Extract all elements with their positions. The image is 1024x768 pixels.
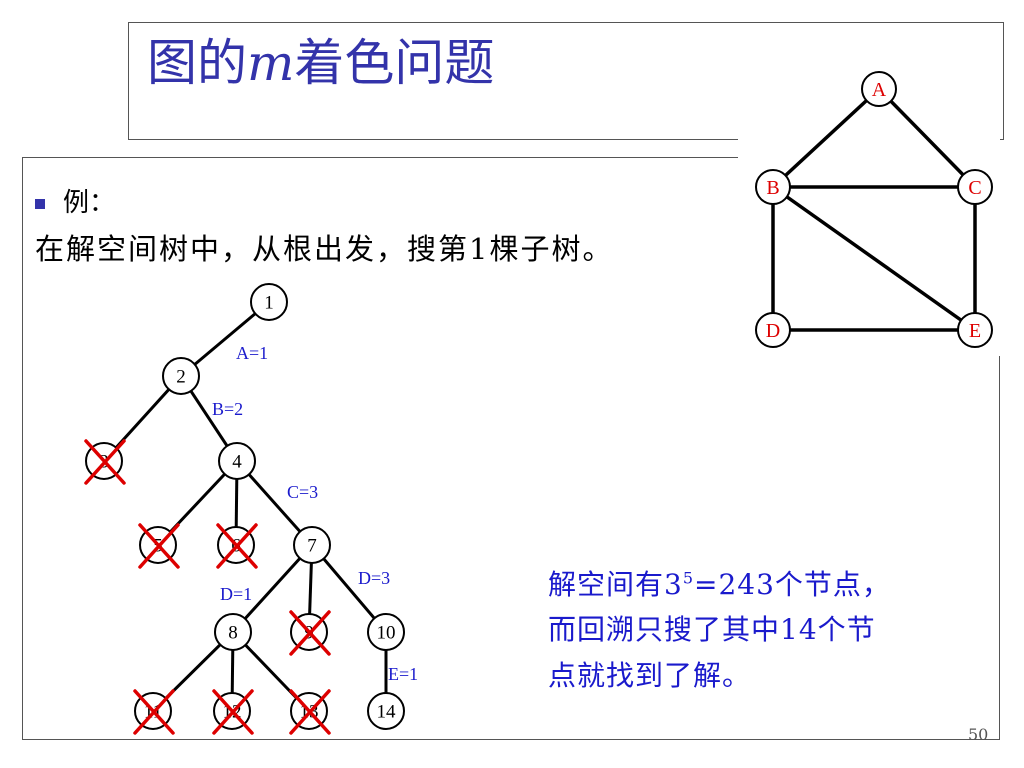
graph-node-label-a: A <box>872 79 887 101</box>
prune-mark-3 <box>84 439 126 485</box>
annotation-note: 解空间有35=243个节点， 而回溯只搜了其中14个节 点就找到了解。 <box>548 562 988 698</box>
tree-node-label-14: 14 <box>377 702 397 723</box>
graph-edge-a-b <box>771 87 881 189</box>
graph-node-c <box>957 169 993 205</box>
note-line-3: 点就找到了解。 <box>548 658 752 692</box>
tree-node-7 <box>293 526 331 564</box>
note-line-2: 而回溯只搜了其中14个节 <box>548 613 876 647</box>
note-line-1-a: 解空间有3 <box>548 568 683 601</box>
prune-mark-13 <box>289 689 331 735</box>
tree-node-label-1: 1 <box>264 293 274 314</box>
graph-node-e <box>957 312 993 348</box>
graph-node-d <box>755 312 791 348</box>
tree-node-1 <box>250 283 288 321</box>
edge-label-e1: E=1 <box>388 664 418 684</box>
intro-text: 在解空间树中，从根出发，搜第1棵子树。 <box>35 232 614 266</box>
page-number: 50 <box>968 728 989 742</box>
edge-label-d1: D=1 <box>220 584 252 604</box>
tree-edge-1-2 <box>180 300 270 378</box>
graph-node-a <box>861 71 897 107</box>
edge-label-c3: C=3 <box>287 482 318 502</box>
solution-tree: 1 2 3 4 5 6 7 8 9 10 11 12 13 14 A= <box>84 283 418 735</box>
edge-label-d3: D=3 <box>358 568 390 588</box>
graph-edge-a-c <box>877 87 977 189</box>
graph-node-b <box>755 169 791 205</box>
note-line-1-b: =243个节点， <box>694 568 891 601</box>
note-line-1-sup: 5 <box>682 568 695 588</box>
graph-panel-bg <box>738 70 1000 356</box>
graph-node-label-d: D <box>766 320 780 342</box>
tree-node-4 <box>218 442 256 480</box>
tree-node-label-8: 8 <box>228 623 238 644</box>
edge-label-a1: A=1 <box>236 343 268 363</box>
bullet-text: 例： <box>63 188 116 218</box>
graph-node-label-b: B <box>766 177 779 199</box>
graph-edge-b-e <box>771 185 977 332</box>
coloring-graph: A B C D E <box>738 70 1000 356</box>
title-suffix: 着色问题 <box>294 34 495 92</box>
bullet-square-icon <box>35 199 45 209</box>
tree-node-label-7: 7 <box>307 536 317 557</box>
tree-node-label-2: 2 <box>176 367 186 388</box>
prune-mark-12 <box>212 689 254 735</box>
tree-node-10 <box>367 613 405 651</box>
graph-node-label-c: C <box>968 177 981 199</box>
title-variable: m <box>247 34 295 92</box>
tree-node-label-4: 4 <box>232 452 242 473</box>
note-line-1: 解空间有35=243个节点， <box>548 562 988 607</box>
slide-title: 图的m着色问题 <box>147 33 494 93</box>
tree-node-8 <box>214 613 252 651</box>
prune-mark-9 <box>289 610 331 656</box>
graph-node-label-e: E <box>969 320 981 342</box>
prune-mark-5 <box>138 523 180 569</box>
tree-node-14 <box>367 692 405 730</box>
tree-edge-7-10 <box>310 544 388 633</box>
prune-mark-6 <box>216 523 258 569</box>
edge-label-b2: B=2 <box>212 399 243 419</box>
tree-node-2 <box>162 357 200 395</box>
tree-edge-7-8 <box>231 543 314 634</box>
bullet-example: 例： <box>35 182 115 219</box>
title-prefix: 图的 <box>147 34 247 92</box>
prune-mark-11 <box>133 689 175 735</box>
tree-node-label-10: 10 <box>377 623 396 644</box>
